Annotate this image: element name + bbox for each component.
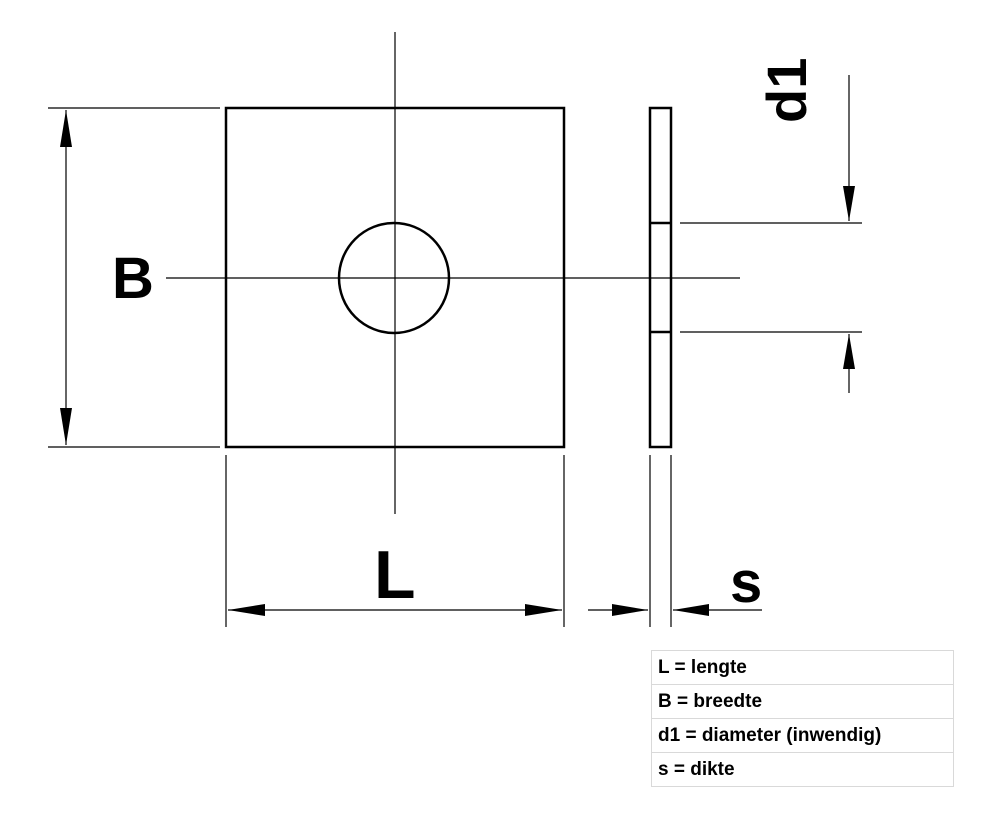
label-d1: d1 [755,58,818,123]
d1-arrow-bottom [843,334,855,369]
legend-row: d1 = diameter (inwendig) [651,718,954,753]
l-arrow-right [525,604,562,616]
legend-row-width: B = breedte [651,684,954,719]
label-b: B [112,246,154,311]
legend-row-length: L = lengte [651,650,954,685]
legend-row: B = breedte [651,684,954,719]
b-arrow-top [60,110,72,147]
label-s: s [730,550,762,615]
l-arrow-left [228,604,265,616]
legend-table: L = lengte B = breedte d1 = diameter (in… [651,650,954,787]
s-arrow-right [673,604,709,616]
washer-side-outline [648,106,673,449]
label-l: L [374,537,416,613]
legend-row-thickness: s = dikte [651,752,954,787]
d1-arrow-top [843,186,855,221]
legend-row-diameter: d1 = diameter (inwendig) [651,718,954,753]
legend-row: L = lengte [651,650,954,685]
legend-row: s = dikte [651,752,954,787]
s-arrow-left [612,604,648,616]
b-arrow-bottom [60,408,72,445]
